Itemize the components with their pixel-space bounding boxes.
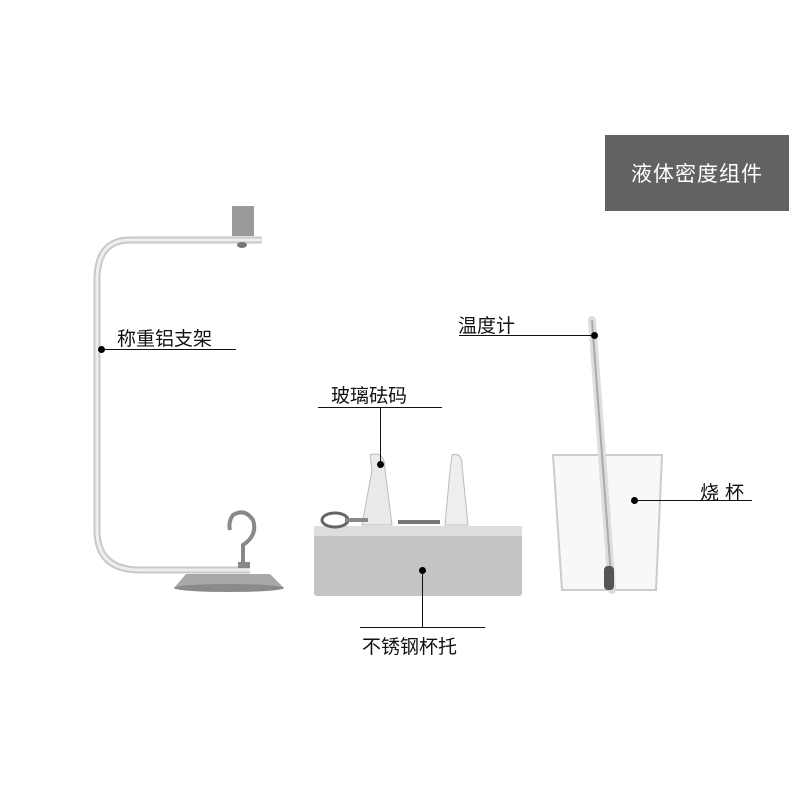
aluminum-stand-icon — [93, 206, 284, 592]
leader-line-beaker — [634, 500, 752, 501]
thermometer-icon — [588, 316, 616, 594]
leader-line-cup-holder — [360, 627, 485, 628]
leader-line-glass-weights-v — [380, 407, 381, 464]
pointer-dot-cup-holder — [419, 567, 426, 574]
glass-weights-icon — [320, 453, 469, 529]
label-glass-weights: 玻璃砝码 — [331, 385, 408, 407]
pointer-dot-glass-weights — [377, 461, 384, 468]
label-thermometer: 温度计 — [458, 315, 516, 337]
label-stand: 称重铝支架 — [117, 328, 213, 350]
leader-line-thermometer — [459, 335, 594, 336]
leader-line-cup-holder-v — [422, 570, 423, 627]
leader-line-stand — [101, 349, 236, 350]
label-beaker: 烧 杯 — [700, 482, 745, 504]
label-cup-holder: 不锈钢杯托 — [362, 636, 458, 658]
pointer-dot-thermometer — [591, 332, 598, 339]
pointer-dot-stand — [98, 346, 105, 353]
title-banner: 液体密度组件 — [605, 135, 789, 211]
stainless-cup-holder-icon — [314, 526, 522, 596]
pointer-dot-beaker — [631, 497, 638, 504]
